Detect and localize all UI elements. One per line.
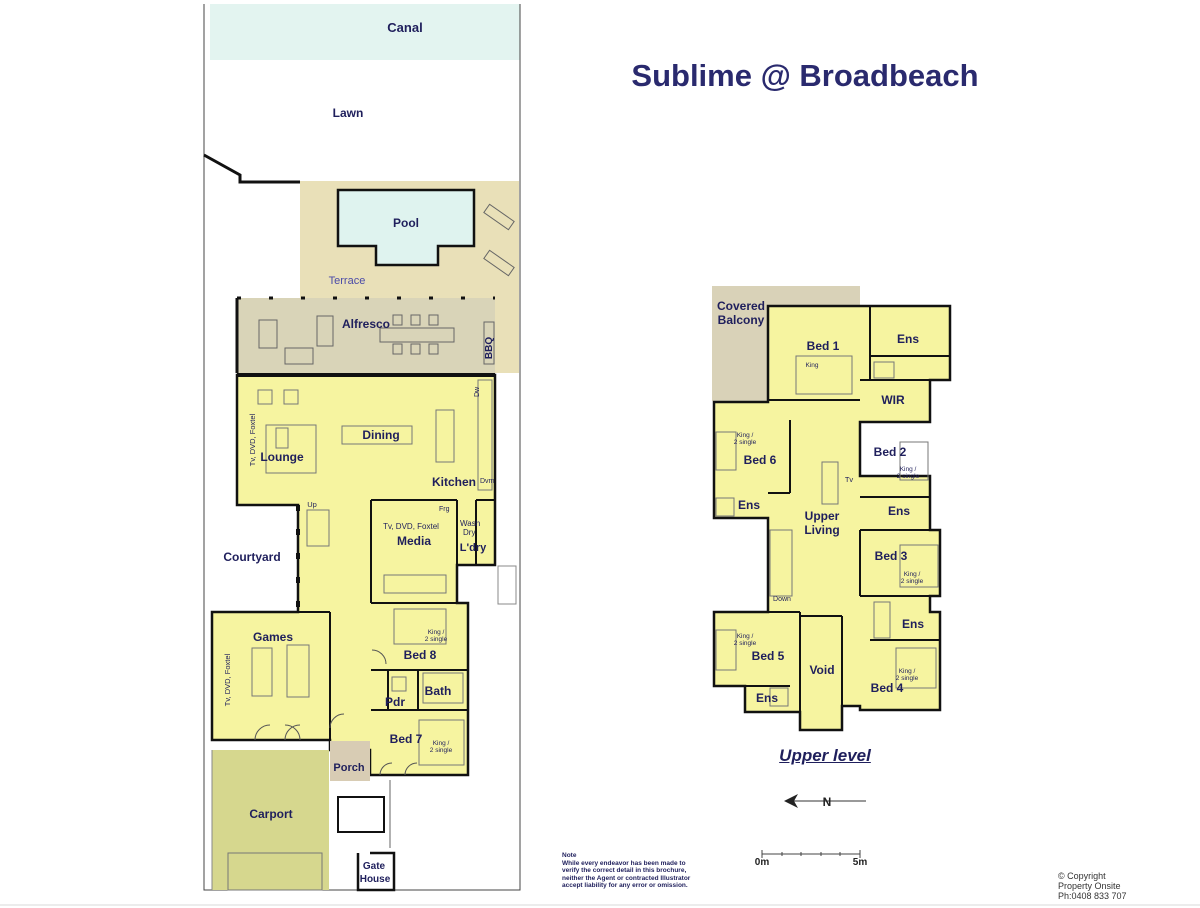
- gate-label: Gate: [363, 861, 386, 872]
- bed6-bed-label-b: 2 single: [734, 439, 757, 446]
- wash-label: Wash: [460, 519, 480, 528]
- ens3-label: Ens: [902, 617, 924, 631]
- wir-label: WIR: [881, 393, 905, 407]
- bed2-bed-label-a: King /: [900, 466, 917, 473]
- alfresco-area: [237, 298, 495, 373]
- stair-deck: [497, 565, 517, 605]
- canal-area: [210, 4, 520, 60]
- stairs-down-label: Down: [773, 596, 791, 603]
- north-arrow-icon: N: [784, 794, 866, 809]
- scale-start-label: 0m: [755, 857, 770, 868]
- bed7-label: Bed 7: [390, 732, 423, 746]
- fridge-label: Frg: [439, 506, 450, 513]
- porch-area: [330, 741, 370, 781]
- north-label: N: [823, 795, 832, 809]
- sun-lounger-icon: [483, 203, 515, 277]
- courtyard-label: Courtyard: [223, 550, 280, 564]
- copyright-icon: ©: [1058, 871, 1065, 881]
- gatehouse-wall: [356, 851, 396, 892]
- scale-bar: 0m 5m: [755, 850, 868, 868]
- pool-label: Pool: [393, 216, 419, 230]
- scale-end-label: 5m: [853, 857, 868, 868]
- porch-label: Porch: [333, 762, 364, 774]
- alfresco-label: Alfresco: [342, 317, 390, 331]
- bin-area: [337, 796, 385, 833]
- canal-label: Canal: [387, 20, 422, 35]
- house-label: House: [360, 874, 391, 885]
- dvm-label: Dvm: [480, 478, 495, 485]
- bed3-bed-label-a: King /: [904, 571, 921, 578]
- bed7-bed-label-a: King /: [433, 740, 450, 747]
- upper-living-label-a: Upper: [805, 509, 840, 523]
- ens2-label: Ens: [888, 504, 910, 518]
- dry-label: Dry: [463, 528, 475, 537]
- ground-furniture: [251, 379, 493, 766]
- copyright-line1: Copyright: [1067, 871, 1106, 881]
- upper-level-title: Upper level: [779, 746, 871, 765]
- ens1-label: Ens: [897, 332, 919, 346]
- bed5-bed-label-b: 2 single: [734, 640, 757, 647]
- void-label: Void: [809, 663, 834, 677]
- bed8-bed-label-a: King /: [428, 629, 445, 636]
- bed5-bed-label-a: King /: [737, 633, 754, 640]
- upper-walls: [745, 306, 950, 712]
- terrace-area-lower: [495, 298, 519, 373]
- bed3-label: Bed 3: [875, 549, 908, 563]
- copyright-line2: Property Onsite: [1058, 881, 1121, 891]
- media-tv-label: Tv, DVD, Foxtel: [383, 522, 439, 531]
- bed4-bed-label-a: King /: [899, 668, 916, 675]
- page-title: Sublime @ Broadbeach: [631, 58, 979, 93]
- upper-tv-label: Tv: [845, 475, 854, 484]
- bed2-label: Bed 2: [874, 445, 907, 459]
- copyright-line3: Ph:0408 833 707: [1058, 891, 1127, 901]
- ground-walls: [212, 373, 495, 740]
- dining-label: Dining: [362, 428, 399, 442]
- pool: [336, 188, 476, 267]
- bed4-bed-label-b: 2 single: [896, 675, 919, 682]
- lounge-tv-label: Tv, DVD, Foxtel: [248, 413, 257, 466]
- media-label: Media: [397, 534, 431, 548]
- note-text: While every endeavor has been made to ve…: [562, 859, 691, 890]
- kitchen-label: Kitchen: [432, 475, 476, 489]
- laundry-label: L'dry: [460, 542, 487, 554]
- bed6-bed-label-a: King /: [737, 432, 754, 439]
- covered-label: Covered: [717, 299, 765, 313]
- bed5-label: Bed 5: [752, 649, 785, 663]
- bed1-label: Bed 1: [807, 339, 840, 353]
- carport-label: Carport: [249, 807, 292, 821]
- upper-living-label-b: Living: [804, 523, 839, 537]
- stairs-up-label: Up: [307, 500, 317, 509]
- bed8-bed-label-b: 2 single: [425, 636, 448, 643]
- bed1-bed-label: King: [805, 362, 818, 369]
- lawn-label: Lawn: [333, 106, 364, 120]
- door-swings: [254, 649, 418, 776]
- alfresco-furniture-icon: [258, 314, 495, 365]
- ens5-label: Ens: [756, 691, 778, 705]
- dishwasher-label: Dw: [474, 386, 481, 397]
- bed2-bed-label-b: 2 single: [897, 473, 920, 480]
- terrace-label: Terrace: [329, 275, 366, 287]
- games-label: Games: [253, 630, 293, 644]
- lawn-boundary: [203, 153, 300, 184]
- bed7-bed-label-b: 2 single: [430, 747, 453, 754]
- bed4-label: Bed 4: [871, 681, 904, 695]
- bbq-label: BBQ: [484, 337, 495, 359]
- bath-label: Bath: [425, 684, 452, 698]
- copyright-block: © Copyright Property Onsite Ph:0408 833 …: [1058, 871, 1158, 901]
- bed3-bed-label-b: 2 single: [901, 578, 924, 585]
- disclaimer-note: Note While every endeavor has been made …: [562, 852, 702, 890]
- note-heading: Note: [562, 852, 577, 859]
- upper-furniture: [715, 355, 939, 707]
- garage-door: [227, 852, 323, 891]
- bed8-label: Bed 8: [404, 648, 437, 662]
- lounge-label: Lounge: [260, 450, 304, 464]
- powder-label: Pdr: [385, 695, 405, 709]
- balcony-label: Balcony: [718, 313, 765, 327]
- games-tv-label: Tv, DVD, Foxtel: [223, 653, 232, 706]
- ens6-label: Ens: [738, 498, 760, 512]
- bed6-label: Bed 6: [744, 453, 777, 467]
